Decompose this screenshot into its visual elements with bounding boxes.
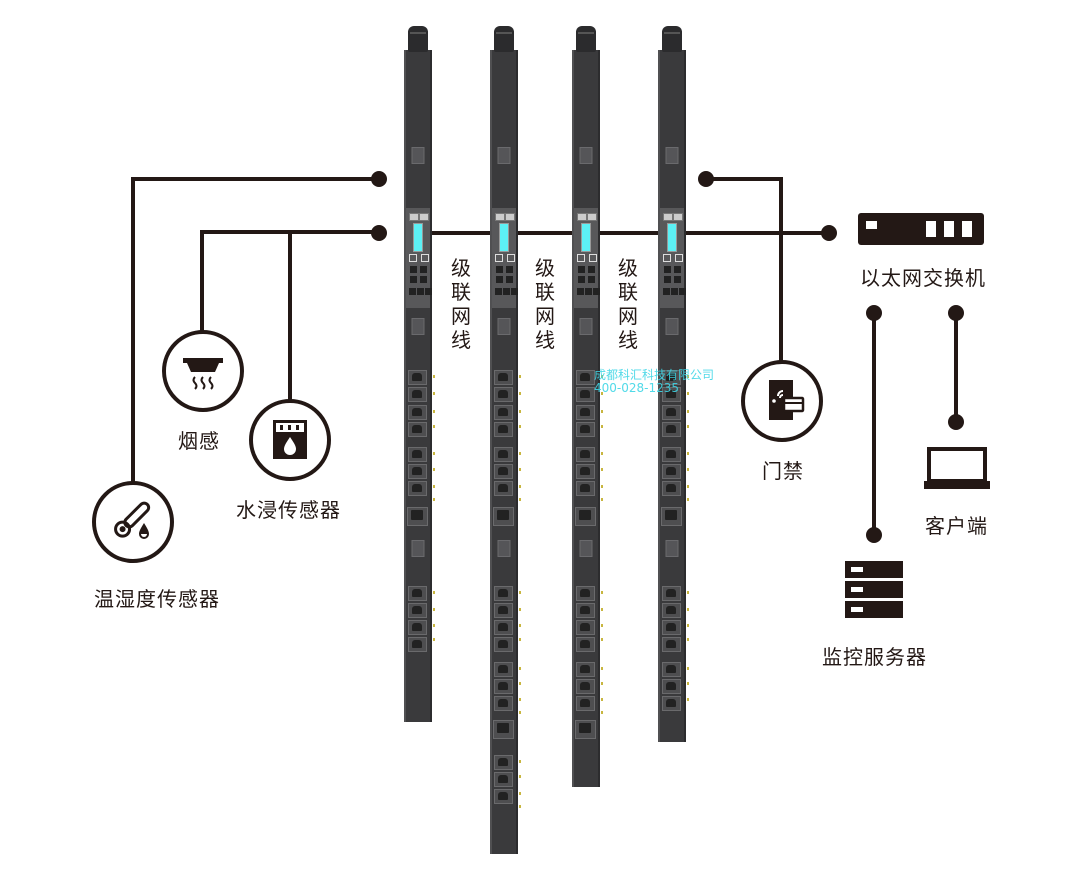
door-line-horizontal [706, 177, 783, 181]
cascade-cable-label-3: 级联网线 [618, 256, 638, 352]
pdu-breaker [497, 147, 511, 164]
sensor-bus-line-top [131, 177, 380, 181]
pdu-breaker [579, 147, 593, 164]
pdu-lcd-screen [581, 223, 591, 252]
smoke-detector-label: 烟感 [178, 429, 220, 453]
temp-humidity-sensor-label: 温湿度传感器 [94, 587, 220, 611]
pdu-breaker [579, 540, 593, 557]
pdu1-sensor-port2-dot [371, 225, 387, 241]
pdu-breaker [665, 147, 679, 164]
temp-humidity-drop-line [131, 177, 135, 489]
cascade-network-line [420, 231, 828, 235]
ethernet-switch-label: 以太网交换机 [860, 266, 986, 290]
smoke-detector-node [162, 330, 244, 412]
pdu-control-panel [406, 208, 432, 308]
server-stack-icon [845, 561, 903, 618]
client-label: 客户端 [925, 514, 988, 538]
cascade-cable-label-1: 级联网线 [451, 256, 471, 352]
cascade-cable-label-2: 级联网线 [535, 256, 555, 352]
access-control-label: 门禁 [762, 459, 804, 483]
thermometer-droplet-icon [114, 501, 151, 539]
door-line-vertical [779, 177, 783, 362]
pdu-cable-gland [494, 26, 514, 52]
client-line-bottom-dot [948, 414, 964, 430]
pdu-lcd-screen [413, 223, 423, 252]
pdu-lcd-screen [499, 223, 509, 252]
pdu-breaker [497, 540, 511, 557]
watermark-company: 成都科汇科技有限公司 [594, 368, 715, 382]
pdu-unit-2 [490, 26, 521, 854]
water-leak-sensor-node [249, 399, 331, 481]
pdu-breaker [665, 540, 679, 557]
pdu-control-panel [492, 208, 518, 308]
pdu-lcd-screen [667, 223, 677, 252]
pdu-cable-gland [662, 26, 682, 52]
pdu-unit-1 [404, 26, 435, 722]
pdu-breaker [411, 318, 425, 335]
access-control-node [741, 360, 823, 442]
pdu-breaker [665, 318, 679, 335]
pdu-control-panel [660, 208, 686, 308]
pdu-cable-gland [408, 26, 428, 52]
pdu-breaker [411, 540, 425, 557]
pdu-breaker [497, 318, 511, 335]
pdu1-sensor-port-dot [371, 171, 387, 187]
pdu-cable-gland [576, 26, 596, 52]
watermark: 成都科汇科技有限公司 400-028-1235 [594, 369, 714, 395]
client-line [954, 312, 958, 422]
pdu-control-panel [574, 208, 600, 308]
watermark-phone: 400-028-1235 [594, 381, 680, 395]
monitoring-server-label: 监控服务器 [822, 645, 927, 669]
water-leak-sensor-label: 水浸传感器 [236, 498, 341, 522]
water-leak-sensor-icon [273, 420, 307, 459]
client-line-top-dot [948, 305, 964, 321]
pdu-breaker [579, 318, 593, 335]
water-drop-line [288, 230, 292, 402]
temp-humidity-sensor-node [92, 481, 174, 563]
server-line-bottom-dot [866, 527, 882, 543]
smoke-drop-line [200, 230, 204, 332]
laptop-icon [924, 447, 990, 489]
pdu-breaker [411, 147, 425, 164]
pdu-unit-4 [658, 26, 689, 742]
door-card-reader-icon [769, 380, 805, 420]
ethernet-switch-icon [858, 213, 984, 245]
smoke-detector-icon [183, 358, 223, 390]
switch-port-dot [821, 225, 837, 241]
server-line-top-dot [866, 305, 882, 321]
pdu-unit-3 [572, 26, 603, 787]
server-line [872, 312, 876, 534]
